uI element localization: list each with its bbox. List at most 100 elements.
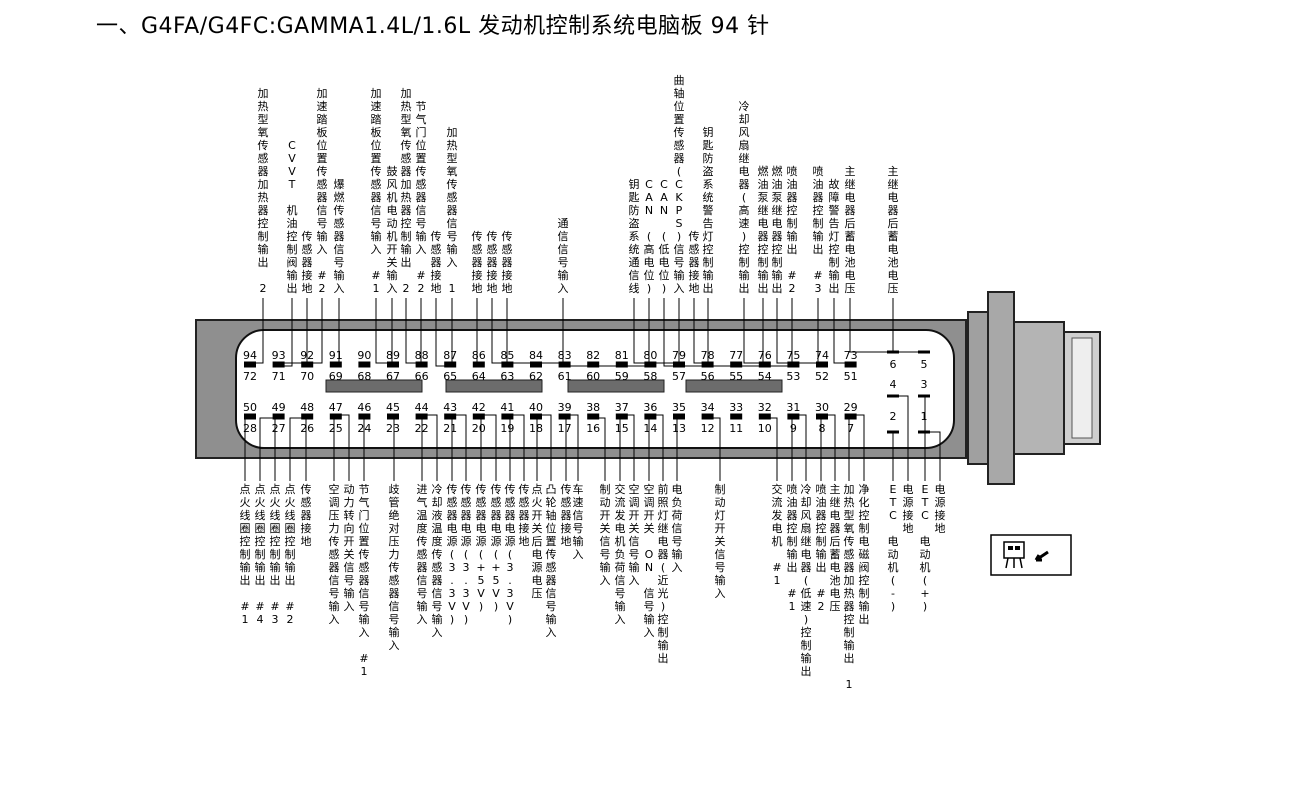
leader-line-19 — [507, 417, 511, 481]
top-label-89: 加速踏板位置传感器信号输入 #1 — [371, 87, 382, 295]
pin-number-83: 83 — [558, 349, 572, 362]
top-label-92: 加速踏板位置传感器信号输入 #2 — [317, 87, 328, 295]
pin-number-9: 9 — [790, 422, 797, 435]
pin-number-12: 12 — [701, 422, 715, 435]
leader-line-20 — [478, 417, 482, 481]
pin-number-11: 11 — [729, 422, 743, 435]
pin-mark-72 — [244, 364, 256, 368]
pin-number-94: 94 — [243, 349, 257, 362]
pin-mark-35 — [673, 413, 685, 417]
leader-line-73 — [833, 298, 851, 364]
pin-number-15: 15 — [615, 422, 629, 435]
leader-line-71 — [278, 298, 293, 367]
leader-line-9 — [791, 417, 794, 481]
top-label-53: 燃油泵继电器控制输出 — [758, 164, 769, 295]
leader-line-40 — [536, 414, 552, 481]
pin-mark-38 — [587, 413, 600, 417]
leader-line-49 — [274, 414, 279, 481]
connector-icon — [990, 534, 1072, 576]
pin-number-51: 51 — [844, 370, 858, 383]
pin-number-57: 57 — [672, 370, 686, 383]
pin-number-45: 45 — [386, 401, 400, 414]
leader-line-31 — [793, 414, 807, 481]
pin-number-55: 55 — [729, 370, 743, 383]
pin-number-19: 19 — [500, 422, 514, 435]
leader-line-56 — [678, 298, 708, 367]
page-title: 一、G4FA/G4FC:GAMMA1.4L/1.6L 发动机控制系统电脑板 94… — [96, 14, 770, 39]
bottom-label-24: 节气门位置传感器信号输入 #1 — [359, 483, 370, 678]
pin-mark-50 — [244, 413, 256, 417]
pin-number-52: 52 — [815, 370, 829, 383]
pin-number-73: 73 — [844, 349, 858, 362]
pin-number-75: 75 — [786, 349, 800, 362]
top-label-73: 故障警告灯控制输出 — [829, 177, 840, 295]
bottom-label-9: 喷油器控制输出 #1 — [787, 483, 798, 613]
leader-line-10 — [764, 417, 778, 481]
pin-number-49: 49 — [272, 401, 286, 414]
leader-line-78 — [693, 298, 708, 364]
leader-line-88 — [405, 298, 422, 364]
pin-number-35: 35 — [672, 401, 686, 414]
bottom-label-23: 歧管绝对压力传感器信号输入 — [389, 483, 400, 652]
top-label-93: 传感器接地 — [302, 230, 313, 295]
pin-number-47: 47 — [329, 401, 343, 414]
bottom-label-36: 前照灯继电器(近光)控制输出 — [658, 482, 669, 665]
pin-mark-77 — [730, 361, 743, 365]
pin-number-86: 86 — [472, 349, 486, 362]
pin-number-44: 44 — [415, 401, 429, 414]
leader-line-26 — [289, 417, 308, 481]
bottom-label-41: 传感器接地 — [519, 483, 530, 548]
top-label-69: 爆燃传感器信号输入 — [334, 177, 345, 295]
pin-number-13: 13 — [672, 422, 686, 435]
bottom-label-15: 交流发电机负荷信号输入 — [615, 482, 626, 626]
top-label-66: 节气门位置传感器信号输入 #2 — [416, 100, 427, 295]
pin-number-89: 89 — [386, 349, 400, 362]
bottom-label-29: 净化控制电磁阀控制输出 — [859, 482, 870, 626]
leader-line-4 — [893, 395, 909, 481]
leader-line-29 — [850, 414, 865, 481]
leader-line-44 — [421, 414, 438, 481]
pin-number-2: 2 — [890, 410, 897, 423]
top-label-74: 喷油器控制输出 #2 — [787, 165, 798, 295]
leader-line-69 — [335, 298, 340, 367]
pin-number-90: 90 — [357, 349, 371, 362]
bottom-label-17: 传感器接地 — [561, 483, 572, 548]
pin-number-18: 18 — [529, 422, 543, 435]
leader-line-53 — [762, 298, 794, 367]
leader-line-76 — [743, 298, 765, 364]
leader-line-6 — [849, 298, 893, 353]
pin-number-38: 38 — [586, 401, 600, 414]
leader-line-5 — [892, 298, 924, 353]
pin-number-37: 37 — [615, 401, 629, 414]
leader-line-37 — [621, 414, 635, 481]
top-label-78: 传感器接地 — [689, 230, 700, 295]
pin-number-7: 7 — [847, 422, 854, 435]
pin-number-30: 30 — [815, 401, 829, 414]
pin-number-29: 29 — [844, 401, 858, 414]
leader-line-75 — [776, 298, 794, 364]
pin-number-33: 33 — [729, 401, 743, 414]
pin-number-71: 71 — [272, 370, 286, 383]
leader-line-36 — [650, 414, 664, 481]
connector-housing — [195, 291, 1101, 485]
pin-number-91: 91 — [329, 349, 343, 362]
bottom-label-47: 动力转向开关信号输入 — [344, 483, 355, 613]
leader-line-52 — [817, 298, 822, 367]
pin-number-68: 68 — [357, 370, 371, 383]
leader-line-94 — [250, 298, 264, 364]
bottom-label-26: 点火线圈控制输出 #2 — [285, 483, 296, 626]
pin-number-93: 93 — [272, 349, 286, 362]
leader-line-18 — [536, 417, 538, 481]
pin-number-67: 67 — [386, 370, 400, 383]
leader-line-41 — [507, 414, 525, 481]
